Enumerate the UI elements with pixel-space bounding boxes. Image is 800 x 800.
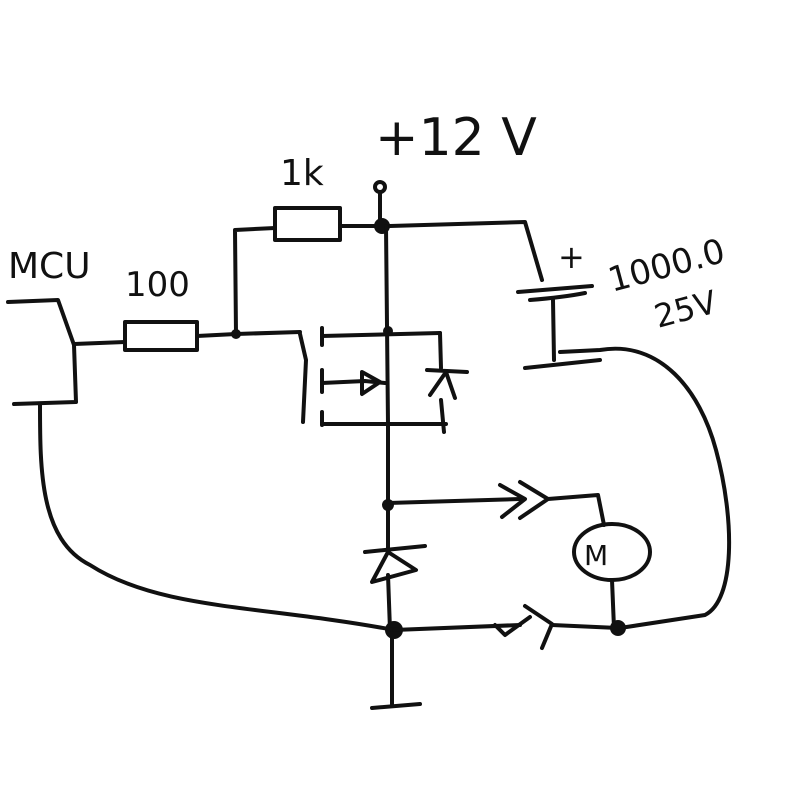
gate-resistor-label: 100 — [125, 265, 190, 305]
mcu-ground-wire — [38, 402, 396, 632]
supply-voltage-label: +12 V — [375, 108, 537, 168]
pullup-resistor — [273, 206, 342, 242]
mcu-box — [6, 298, 78, 406]
mosfet-drain-wire — [384, 224, 390, 426]
gate-wire — [195, 330, 302, 338]
capacitor-negative-lead — [523, 298, 602, 370]
mosfet-gate-plate — [298, 332, 308, 424]
capacitor-positive-plate — [516, 284, 594, 294]
body-diode — [425, 331, 469, 434]
pullup-wire — [233, 226, 277, 336]
ground-symbol — [370, 628, 422, 710]
mosfet-arrow — [360, 370, 382, 396]
motor-minus-lead — [550, 623, 620, 630]
pullup-resistor-label: 1k — [280, 153, 324, 194]
supply-to-capacitor-wire — [388, 220, 544, 282]
capacitor-voltage-label: 25V — [650, 283, 720, 336]
gate-resistor — [123, 320, 199, 352]
freewheel-diode-bar — [363, 544, 427, 554]
capacitor-plus-label: + — [558, 238, 585, 276]
mcu-label: MCU — [8, 246, 91, 287]
motor-plus-wire — [386, 497, 522, 505]
motor-minus-wire — [392, 623, 522, 632]
capacitor-negative-plate — [528, 291, 587, 302]
capacitor-return-wire — [558, 346, 732, 630]
motor-plus-lead — [546, 493, 606, 527]
motor-label: M — [584, 539, 608, 572]
drain-junction-dot — [383, 326, 393, 336]
motor-lower-lead — [610, 578, 616, 630]
mcu-output-wire — [72, 340, 127, 346]
freewheel-diode-triangle — [370, 550, 418, 584]
mosfet-drain-line — [320, 331, 442, 338]
diode-lower-lead — [386, 573, 392, 632]
